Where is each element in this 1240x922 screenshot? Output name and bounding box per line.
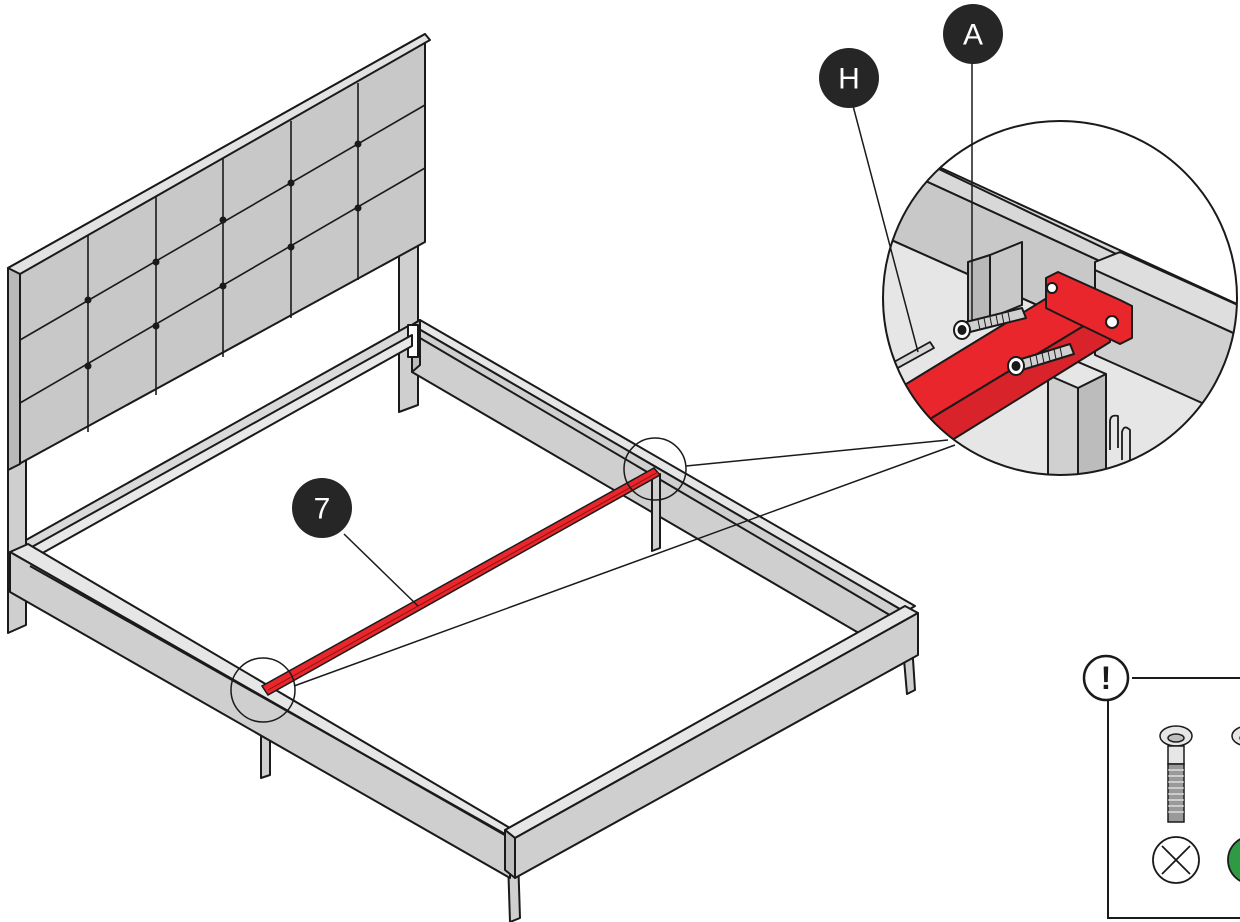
cross-circle-icon [1152, 836, 1200, 884]
left-side-rail [9, 543, 511, 879]
bolt-a-upper [953, 307, 1027, 340]
callout-7-label: 7 [314, 493, 331, 526]
right-side-rail [411, 319, 916, 661]
check-circle-icon [1227, 838, 1240, 882]
callout-leaders [343, 56, 973, 607]
warning-box: ! [1082, 654, 1240, 919]
callout-a-label: A [963, 19, 983, 52]
zoom-indicators [230, 437, 956, 723]
headboard [7, 33, 431, 471]
center-slat [260, 467, 662, 696]
center-leg-back [651, 473, 661, 552]
foot-rail [504, 605, 919, 879]
callout-h: H [819, 48, 879, 108]
callout-h-label: H [838, 63, 860, 96]
short-screw-icon [1231, 726, 1240, 746]
headboard-buttons [84, 140, 362, 370]
callout-a: A [943, 4, 1003, 64]
warning-badge [1082, 654, 1130, 702]
allen-key [883, 341, 935, 381]
zoom-circle-front [230, 657, 296, 723]
bed-frame [7, 33, 919, 922]
warning-symbol: ! [1101, 660, 1112, 696]
detail-view [882, 120, 1238, 476]
bolt-a-lower [1007, 343, 1075, 376]
zoom-circle-back [623, 437, 687, 501]
long-screw-icon [1159, 725, 1193, 823]
callout-7: 7 [292, 478, 352, 538]
